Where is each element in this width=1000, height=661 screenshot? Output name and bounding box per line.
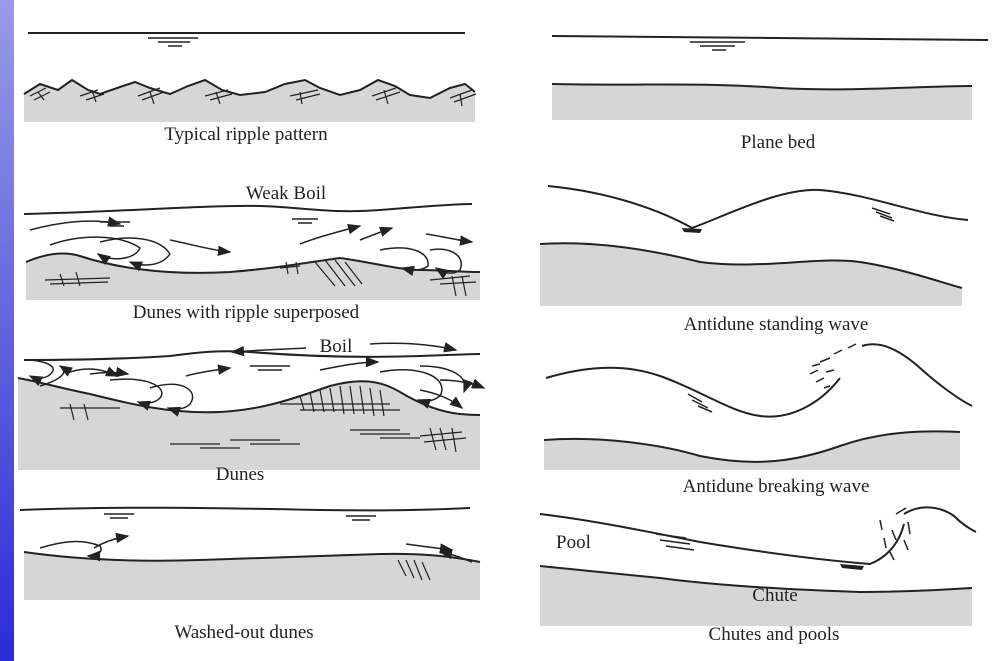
panel-washed-out-dunes xyxy=(20,508,480,600)
water-level-mark xyxy=(250,366,290,370)
annotation-boil: Boil xyxy=(320,336,353,358)
caption-plane-bed: Plane bed xyxy=(741,132,815,154)
sediment-bed xyxy=(24,80,475,122)
sediment-bed xyxy=(540,243,962,306)
panel-dunes xyxy=(18,343,484,470)
water-surface xyxy=(548,186,968,228)
annotation-chute: Chute xyxy=(752,585,797,607)
caption-antidune-standing-wave: Antidune standing wave xyxy=(684,314,869,336)
sediment-bed xyxy=(552,84,972,120)
dark-trough-mark xyxy=(840,564,864,570)
caption-typical-ripple-pattern: Typical ripple pattern xyxy=(164,124,327,146)
breaking-crest xyxy=(904,507,976,532)
water-surface xyxy=(546,368,840,417)
water-level-mark xyxy=(104,514,376,520)
panel-typical-ripple-pattern xyxy=(24,33,476,122)
caption-chutes-and-pools: Chutes and pools xyxy=(709,624,840,646)
panel-antidune-standing-wave xyxy=(540,186,968,306)
sediment-bed xyxy=(544,431,960,470)
panel-chutes-and-pools xyxy=(540,507,976,626)
panel-dunes-with-ripples xyxy=(24,204,480,300)
caption-antidune-breaking-wave: Antidune breaking wave xyxy=(683,476,870,498)
water-surface xyxy=(552,36,988,40)
water-surface xyxy=(20,508,470,511)
caption-washed-out-dunes: Washed-out dunes xyxy=(174,622,313,644)
spray-dashes xyxy=(880,508,910,560)
caption-dunes: Dunes xyxy=(216,464,265,486)
annotation-weak-boil: Weak Boil xyxy=(246,183,326,205)
dark-trough-mark xyxy=(682,228,702,233)
sediment-bed xyxy=(18,378,480,470)
water-surface xyxy=(24,351,480,360)
caption-dunes-with-ripples: Dunes with ripple superposed xyxy=(133,302,359,324)
panel-plane-bed xyxy=(552,36,988,120)
breaking-crest xyxy=(862,344,972,406)
water-surface xyxy=(24,204,472,214)
water-level-mark xyxy=(100,219,318,226)
panel-antidune-breaking-wave xyxy=(544,344,972,470)
water-level-mark xyxy=(148,38,198,46)
water-level-mark xyxy=(872,208,894,221)
water-level-mark xyxy=(656,534,694,550)
water-surface xyxy=(540,514,904,564)
spray-dashes xyxy=(810,344,856,388)
annotation-pool: Pool xyxy=(556,532,591,554)
water-level-mark xyxy=(690,42,745,50)
